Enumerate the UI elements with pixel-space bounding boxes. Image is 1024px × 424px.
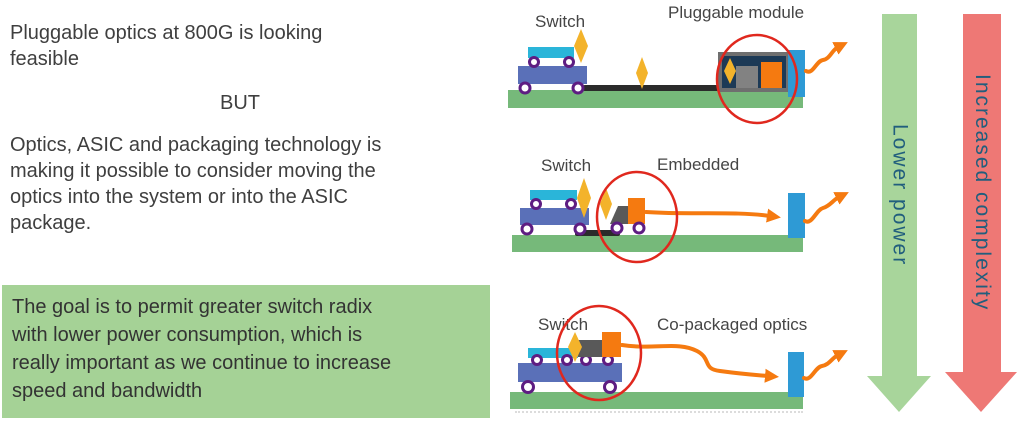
but-text: BUT — [220, 92, 260, 114]
solder-ball — [521, 380, 535, 394]
pcb-bar — [512, 235, 803, 252]
switch-substrate — [518, 66, 587, 84]
solder-ball — [530, 198, 542, 210]
solder-ball — [565, 198, 577, 210]
fiber-squiggle-arrow — [804, 42, 848, 74]
text-line: The goal is to permit greater switch rad… — [12, 296, 373, 318]
solder-ball — [531, 354, 543, 366]
body-paragraph: Optics, ASIC and packaging technology is… — [10, 132, 470, 236]
solder-ball — [573, 222, 587, 236]
switch-label-row1: Switch — [535, 12, 586, 31]
dsp-block — [578, 340, 604, 357]
switch-substrate — [518, 363, 622, 382]
goal-highlight-box: The goal is to permit greater switch rad… — [2, 285, 490, 418]
text-line: optics into the system or into the ASIC — [10, 186, 348, 208]
row3-title: Co-packaged optics — [657, 315, 808, 334]
text-line: speed and bandwidth — [12, 380, 203, 402]
slide-edge-dotted-line — [515, 411, 803, 413]
fiber-squiggle-arrow — [802, 350, 848, 381]
asic-die — [528, 348, 578, 358]
switch-substrate — [520, 208, 589, 225]
electrical-loss-icon — [568, 332, 582, 362]
text-line: package. — [10, 212, 92, 234]
dsp-block — [610, 206, 631, 224]
solder-ball — [520, 222, 534, 236]
solder-ball — [610, 221, 624, 235]
text-line: with lower power consumption, which is — [12, 324, 363, 346]
solder-ball — [632, 221, 646, 235]
text-line: Optics, ASIC and packaging technology is — [10, 134, 382, 156]
asic-die — [528, 47, 574, 58]
solder-ball — [603, 380, 617, 394]
electrical-loss-icon — [636, 57, 648, 89]
fiber-squiggle-arrow — [803, 192, 849, 224]
electrical-loss-icon — [574, 29, 588, 63]
solder-ball — [571, 81, 585, 95]
pcb-bar — [510, 392, 803, 409]
dsp-block — [736, 66, 758, 88]
optics-block — [628, 198, 645, 224]
lower-power-arrow — [867, 14, 931, 412]
fiber-arrow — [644, 208, 781, 223]
highlight-circle — [595, 170, 679, 264]
highlight-circle — [715, 33, 799, 125]
asic-die — [530, 190, 577, 200]
solder-ball — [518, 81, 532, 95]
optics-block — [761, 62, 782, 88]
text-line: making it possible to consider moving th… — [10, 160, 376, 182]
electrical-loss-icon — [577, 178, 591, 218]
faceplate — [788, 193, 805, 238]
solder-ball — [563, 56, 575, 68]
electrical-trace — [575, 230, 620, 236]
row1-title: Pluggable module — [668, 3, 805, 22]
electrical-trace — [583, 85, 720, 91]
text-line: feasible — [10, 48, 79, 70]
increased-complexity-arrow — [945, 14, 1017, 412]
intro-paragraph: Pluggable optics at 800G is looking feas… — [10, 20, 460, 72]
switch-label-row3: Switch — [538, 315, 589, 334]
text-line: Pluggable optics at 800G is looking — [10, 22, 323, 44]
solder-ball — [528, 56, 540, 68]
switch-label-row2: Switch — [541, 156, 592, 175]
electrical-loss-icon — [600, 188, 612, 220]
solder-ball — [561, 354, 573, 366]
fiber-arrow — [620, 343, 779, 383]
lower-power-label: Lower power — [888, 123, 912, 267]
faceplate — [788, 352, 804, 397]
text-line: really important as we continue to incre… — [12, 352, 392, 374]
optics-block — [602, 332, 621, 357]
electrical-loss-icon — [724, 58, 736, 84]
highlight-circle — [555, 304, 643, 402]
increased-complexity-label: Increased complexity — [971, 74, 994, 312]
pcb-bar — [508, 90, 803, 108]
row2-title: Embedded — [657, 155, 740, 174]
